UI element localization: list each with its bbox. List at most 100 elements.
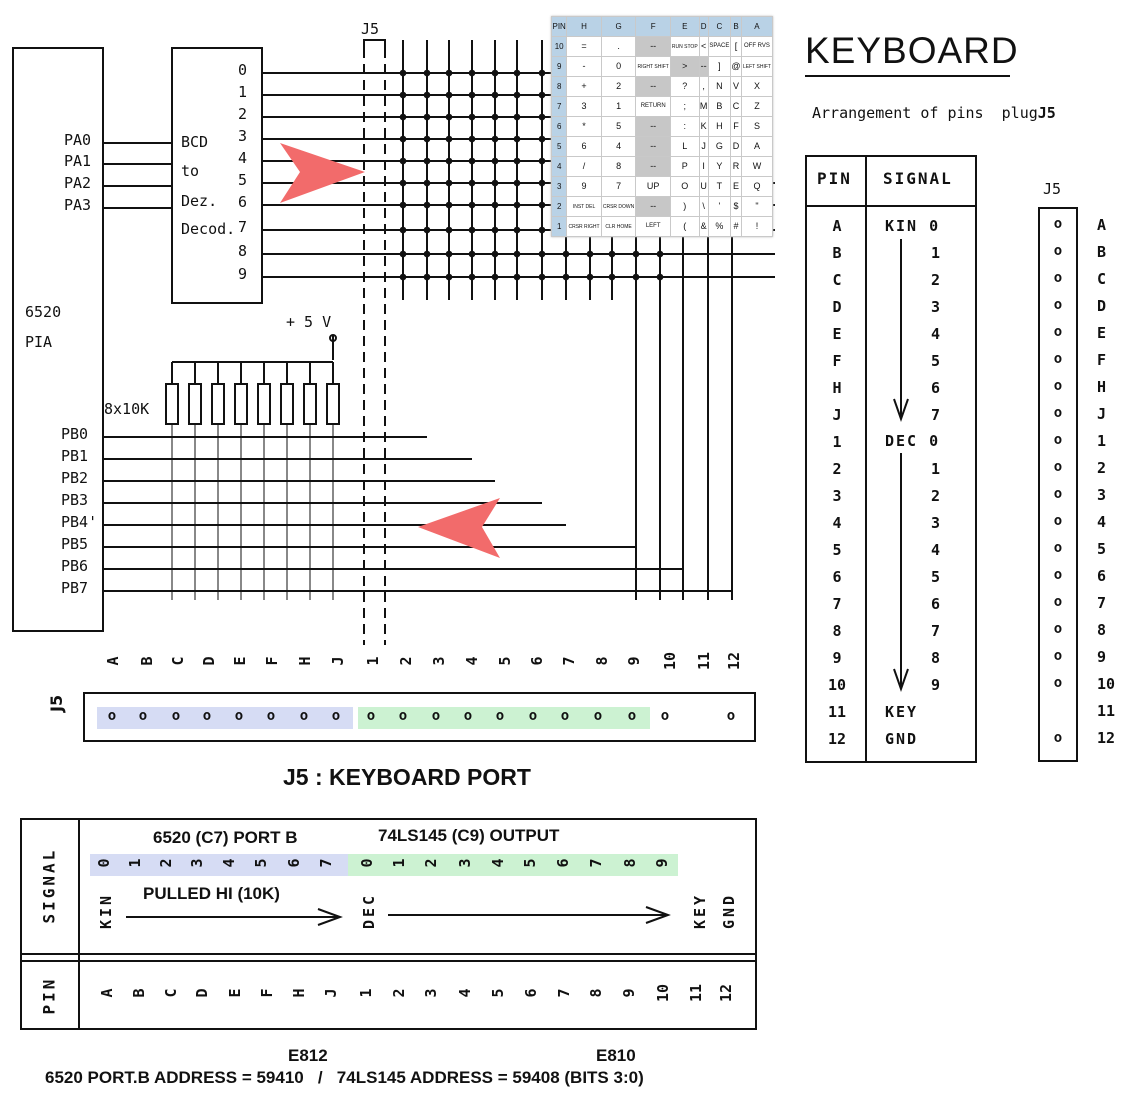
pb-pin-label: PB3 (61, 491, 89, 509)
j5-port-contact: o (234, 708, 244, 724)
j5-port-contact: o (171, 708, 181, 724)
signal-table-rule-2 (22, 960, 755, 962)
matrix-key: RIGHT SHIFT (635, 56, 671, 77)
pin-table-header-pin: PIN (817, 169, 852, 188)
j5-column-contact: o (1053, 459, 1063, 475)
j5-column-contact: o (1053, 594, 1063, 610)
output-band (358, 707, 650, 729)
pointer-arrow-lower (418, 498, 500, 558)
j5-top-pin-label: F (263, 656, 281, 666)
j5-top-pin-label: E (231, 656, 249, 666)
matrix-key: 0 (600, 56, 637, 77)
j5-top-pin-label: B (138, 656, 156, 666)
matrix-key: ! (740, 216, 774, 237)
decoder-text-line: Decod. (181, 220, 236, 238)
signal-table-pin: 11 (687, 983, 705, 1003)
matrix-key: C (730, 96, 742, 117)
pin-table-pin: 9 (832, 649, 842, 667)
signal-table-pin: 2 (390, 988, 408, 998)
j5-column-contact: o (1053, 243, 1063, 259)
pin-table-pin: 4 (832, 514, 842, 532)
j5-top-pin-label: 12 (725, 651, 743, 671)
matrix-key: -- (635, 196, 671, 217)
pa-pin-label: PA1 (64, 152, 92, 170)
pb-pin-label: PB0 (61, 425, 89, 443)
hex-145: E810 (596, 1046, 636, 1065)
j5-column-pin-name: 11 (1097, 702, 1116, 720)
matrix-key: @ (730, 56, 742, 77)
subtitle-plug: J5 (1037, 104, 1056, 122)
pin-table-header-rule (807, 205, 975, 207)
matrix-key: O (669, 176, 700, 197)
pin-table-pin: 1 (832, 433, 842, 451)
matrix-row-header: 9 (550, 56, 568, 77)
matrix-key: CLR HOME (600, 216, 637, 237)
pin-table-divider (865, 157, 867, 761)
signal-kin0: KIN 0 (885, 217, 941, 235)
signal-table-pin: A (98, 988, 116, 998)
pin-table-pin: C (832, 271, 842, 289)
matrix-key: E (730, 176, 742, 197)
pa-pin-label: PA3 (64, 196, 92, 214)
decoder-output-label: 9 (238, 265, 248, 283)
decoder-text-line: Dez. (181, 192, 218, 210)
pin-table-pin: 6 (832, 568, 842, 586)
matrix-key: \ (698, 196, 709, 217)
j5-column-contact: o (1053, 405, 1063, 421)
j5-port-contact: o (627, 708, 637, 724)
matrix-col-header: B (730, 16, 742, 37)
decoder-box (171, 47, 263, 304)
signal-table-pin: 8 (587, 988, 605, 998)
signal-number: 4 (931, 325, 941, 343)
j5-column-box (1038, 207, 1078, 762)
pointer-arrow-upper (280, 143, 365, 203)
matrix-key: R (730, 156, 742, 177)
port-heading: J5 : KEYBOARD PORT (283, 764, 531, 790)
matrix-col-header: PIN (550, 16, 568, 37)
sig-key: KEY (691, 892, 709, 929)
j5-top-pin-label: 8 (593, 656, 611, 666)
j5-column-contact: o (1053, 540, 1063, 556)
port-b-title: 6520 (C7) PORT B (153, 828, 298, 847)
pin-table-pin: 7 (832, 595, 842, 613)
sig-arrows (126, 906, 671, 926)
signal-table-divider (78, 820, 80, 1028)
j5-port-contact: o (495, 708, 505, 724)
matrix-key: LEFT SHIFT (740, 56, 774, 77)
signal-number: 5 (931, 568, 941, 586)
decoder-output-label: 3 (238, 127, 248, 145)
pin-table-pin: 11 (827, 703, 847, 721)
j5-column-contact: o (1053, 270, 1063, 286)
signal-table-pin: F (258, 988, 276, 998)
matrix-key: -- (635, 116, 671, 137)
matrix-key: G (707, 136, 732, 157)
matrix-key: % (707, 216, 732, 237)
j5-column-pin-name: B (1097, 243, 1107, 261)
matrix-key: RUN STOP (669, 36, 700, 57)
j5-column-pin-name: 3 (1097, 486, 1107, 504)
title-underline (805, 75, 1010, 77)
page-title: KEYBOARD (805, 30, 1019, 71)
matrix-key: A (740, 136, 774, 157)
signal-number: 8 (931, 649, 941, 667)
matrix-key: ? (669, 76, 700, 97)
signal-arrows (893, 239, 909, 693)
j5-port-contact: o (660, 708, 670, 724)
j5-column-contact: o (1053, 378, 1063, 394)
bits-band-output (348, 854, 678, 876)
pin-table-pin: B (832, 244, 842, 262)
pin-table-pin: D (832, 298, 842, 316)
j5-column-contact: o (1053, 216, 1063, 232)
signal-table-pin: E (226, 988, 244, 998)
j5-column-contact: o (1053, 324, 1063, 340)
hex-portb: E812 (288, 1046, 328, 1065)
connector-j5-label: J5 (361, 20, 380, 38)
signal-table-pin: 12 (717, 983, 735, 1003)
signal-dec0: DEC 0 (885, 432, 941, 450)
matrix-key: M (698, 96, 709, 117)
j5-top-pin-label: J (329, 656, 347, 666)
j5-column-contact: o (1053, 648, 1063, 664)
signal-number: 2 (931, 487, 941, 505)
j5-port-contact: o (528, 708, 538, 724)
